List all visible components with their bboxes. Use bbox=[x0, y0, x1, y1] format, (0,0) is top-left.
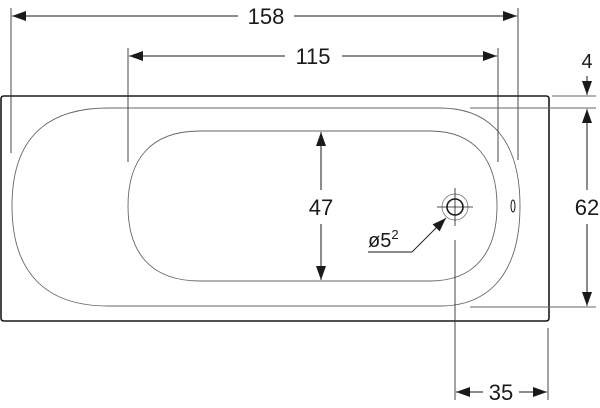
overflow-icon bbox=[510, 199, 516, 213]
dim-label-62: 62 bbox=[575, 195, 599, 220]
dimension-inner-length: 115 bbox=[129, 44, 497, 69]
drain-icon bbox=[437, 188, 473, 226]
dim-label-47: 47 bbox=[309, 195, 333, 220]
dim-label-4: 4 bbox=[581, 51, 592, 73]
tub-basin-outer bbox=[11, 107, 521, 307]
tub-basin-inner bbox=[127, 130, 498, 282]
dim-label-158: 158 bbox=[248, 4, 285, 29]
tub-outline bbox=[0, 95, 550, 322]
dimension-overall-width: 62 bbox=[575, 109, 599, 306]
dimension-drain-offset: 35 bbox=[456, 380, 547, 405]
dim-label-35: 35 bbox=[489, 380, 513, 405]
dimension-inner-width: 47 bbox=[309, 132, 333, 280]
dimension-rim-height: 4 bbox=[581, 51, 593, 95]
dimension-overall-length: 158 bbox=[12, 4, 517, 29]
dim-label-drain: ø52 bbox=[368, 227, 399, 252]
dimension-drain-diameter: ø52 bbox=[368, 217, 447, 253]
dim-label-115: 115 bbox=[295, 44, 330, 69]
